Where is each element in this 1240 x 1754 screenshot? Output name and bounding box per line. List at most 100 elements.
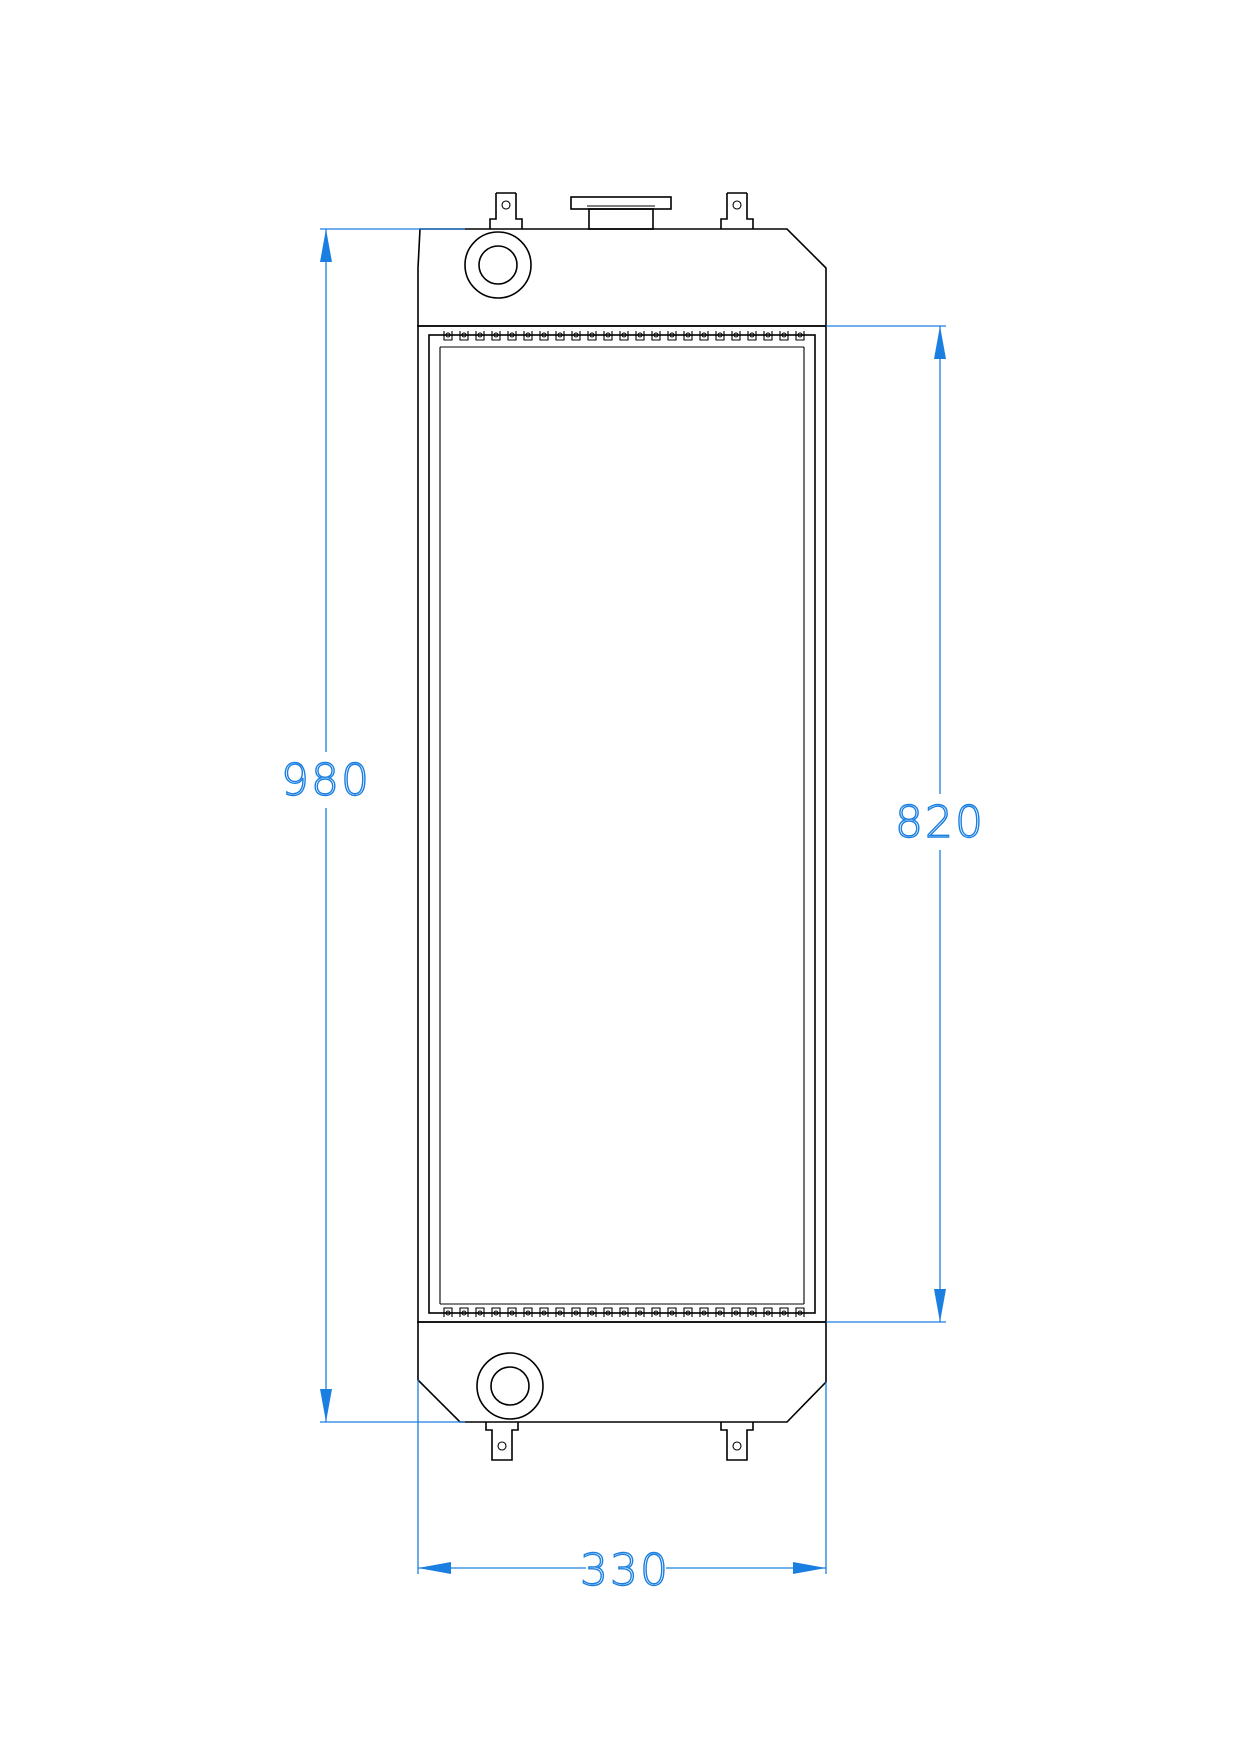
header-tooth — [635, 1307, 645, 1317]
header-tooth — [555, 331, 565, 341]
header-tooth-hole — [797, 332, 803, 338]
header-tooth-hole — [445, 332, 451, 338]
header-tooth-hole — [605, 1310, 611, 1316]
header-tooth — [699, 1307, 709, 1317]
header-tooth — [555, 1307, 565, 1317]
header-tooth — [475, 1307, 485, 1317]
header-tooth-hole — [589, 1310, 595, 1316]
upper-tank — [417, 192, 827, 327]
dimension-overall-height: 980 — [280, 228, 465, 1423]
lower-tank — [417, 1321, 827, 1461]
header-tooth — [715, 331, 725, 341]
header-tooth-hole — [477, 1310, 483, 1316]
header-tooth — [699, 331, 709, 341]
header-tooth-hole — [637, 332, 643, 338]
header-tooth — [523, 331, 533, 341]
header-tooth-hole — [669, 332, 675, 338]
header-tooth-hole — [733, 332, 739, 338]
header-tooth — [667, 1307, 677, 1317]
header-tooth — [683, 331, 693, 341]
header-tooth-hole — [765, 332, 771, 338]
header-tooth-hole — [541, 332, 547, 338]
header-tooth-hole — [621, 332, 627, 338]
header-tooth — [507, 1307, 517, 1317]
header-tooth-hole — [525, 1310, 531, 1316]
header-tooth — [747, 1307, 757, 1317]
header-tooth — [651, 331, 661, 341]
header-tooth-hole — [573, 1310, 579, 1316]
header-tooth — [683, 1307, 693, 1317]
header-tooth — [619, 1307, 629, 1317]
overall-height-label: 980 — [281, 755, 371, 806]
header-tooth — [491, 1307, 501, 1317]
lower-mounting-tab-right — [720, 1422, 754, 1461]
header-tooth-hole — [781, 1310, 787, 1316]
header-tooth — [715, 1307, 725, 1317]
header-tooth — [763, 1307, 773, 1317]
header-tooth-hole — [605, 332, 611, 338]
header-tooth-hole — [717, 332, 723, 338]
header-tooth-hole — [589, 332, 595, 338]
header-tooth — [779, 1307, 789, 1317]
header-tooth — [523, 1307, 533, 1317]
header-tooth — [747, 331, 757, 341]
header-tooth — [587, 331, 597, 341]
header-tooth-hole — [525, 332, 531, 338]
header-tooth — [731, 1307, 741, 1317]
header-tooth-hole — [685, 332, 691, 338]
header-tooth — [795, 331, 805, 341]
header-tooth-hole — [509, 1310, 515, 1316]
header-tooth-hole — [573, 332, 579, 338]
upper-mounting-tab-right — [720, 192, 754, 229]
header-tooth-hole — [445, 1310, 451, 1316]
upper-mounting-tab-left — [489, 192, 523, 229]
lower-outlet-pipe — [476, 1352, 544, 1420]
header-tooth — [731, 331, 741, 341]
header-tooth-hole — [765, 1310, 771, 1316]
header-tooth — [587, 1307, 597, 1317]
header-tooth — [539, 1307, 549, 1317]
lower-header-plate — [443, 1307, 805, 1317]
header-tooth-hole — [733, 1310, 739, 1316]
header-tooth-hole — [557, 1310, 563, 1316]
header-tooth-hole — [637, 1310, 643, 1316]
header-tooth-hole — [461, 1310, 467, 1316]
header-tooth — [635, 331, 645, 341]
overall-width-label: 330 — [580, 1545, 670, 1596]
header-tooth — [603, 331, 613, 341]
header-tooth-hole — [749, 332, 755, 338]
header-tooth — [667, 331, 677, 341]
header-tooth — [763, 331, 773, 341]
header-tooth-hole — [493, 332, 499, 338]
upper-inlet-pipe — [464, 231, 532, 299]
header-tooth-hole — [669, 1310, 675, 1316]
header-tooth-hole — [541, 1310, 547, 1316]
header-tooth — [619, 331, 629, 341]
upper-header-plate — [443, 331, 805, 341]
header-tooth-hole — [653, 332, 659, 338]
lower-mounting-tab-left — [485, 1422, 519, 1461]
header-tooth — [795, 1307, 805, 1317]
header-tooth-hole — [781, 332, 787, 338]
header-tooth — [459, 1307, 469, 1317]
header-tooth-hole — [493, 1310, 499, 1316]
header-tooth-hole — [749, 1310, 755, 1316]
header-tooth — [443, 331, 453, 341]
header-tooth-hole — [461, 332, 467, 338]
header-tooth-hole — [557, 332, 563, 338]
header-tooth-hole — [797, 1310, 803, 1316]
header-tooth — [779, 331, 789, 341]
filler-neck — [570, 196, 672, 230]
dimension-core-height: 820 — [826, 325, 984, 1323]
header-tooth — [475, 331, 485, 341]
header-tooth — [651, 1307, 661, 1317]
header-tooth — [443, 1307, 453, 1317]
header-tooth — [571, 1307, 581, 1317]
header-tooth-hole — [621, 1310, 627, 1316]
header-tooth-hole — [717, 1310, 723, 1316]
header-tooth-hole — [701, 332, 707, 338]
header-tooth — [603, 1307, 613, 1317]
header-tooth — [539, 331, 549, 341]
header-tooth-hole — [653, 1310, 659, 1316]
